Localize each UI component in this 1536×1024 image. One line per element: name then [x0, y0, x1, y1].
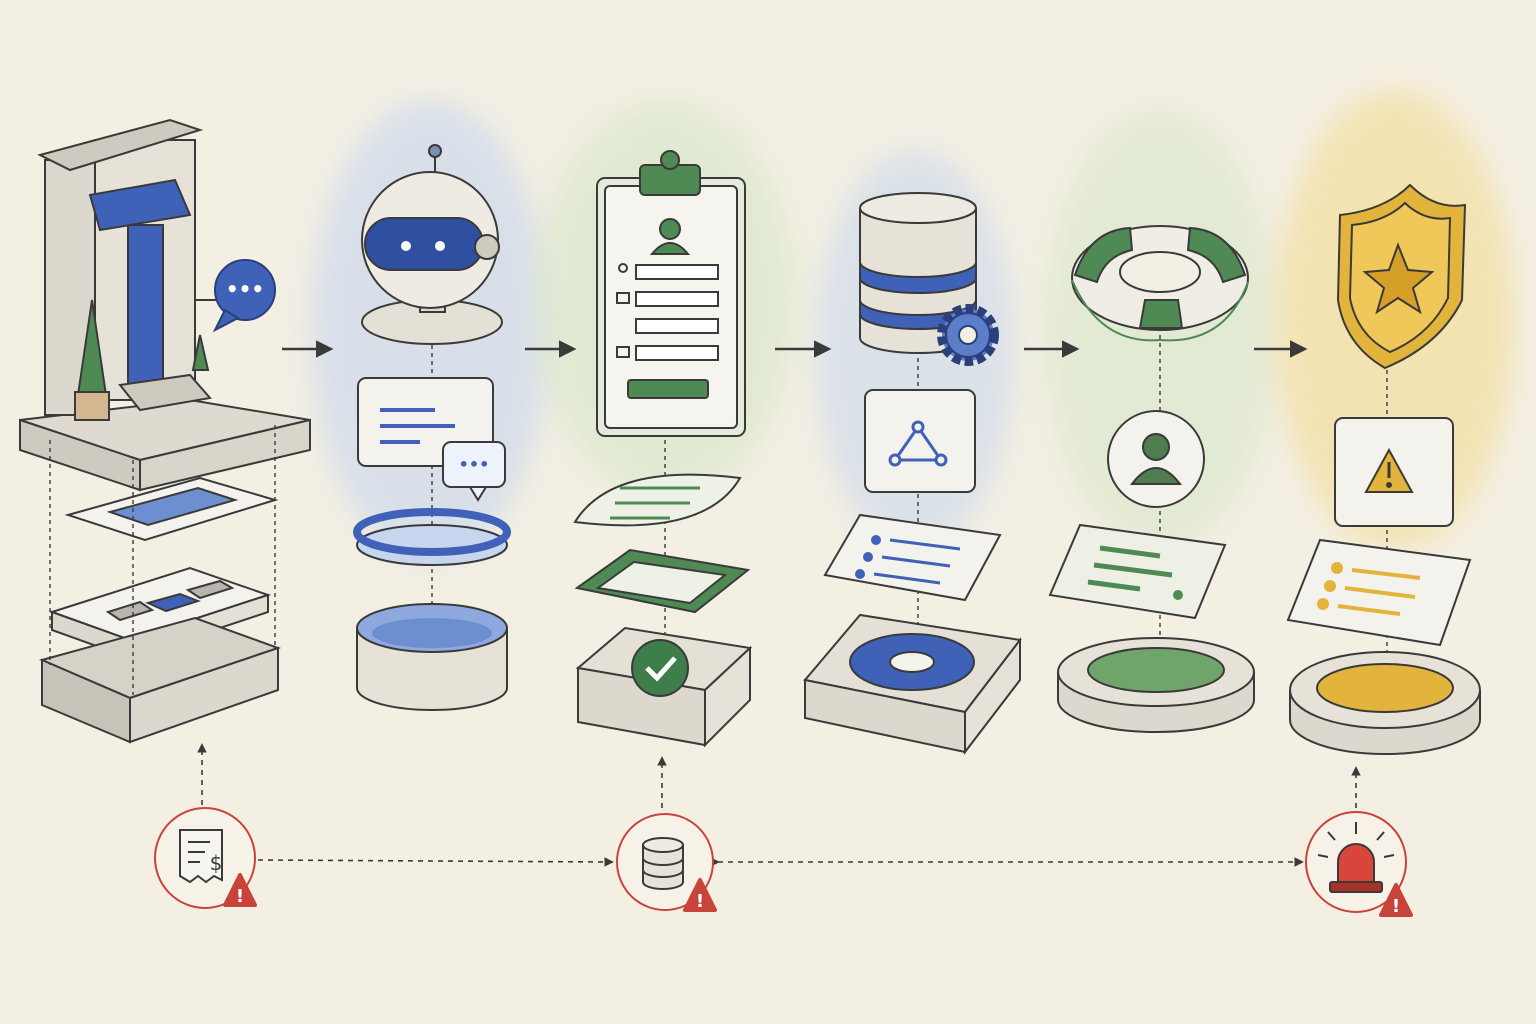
- warning-badge-icon: !: [1379, 883, 1413, 917]
- warning-badge-icon: !: [683, 878, 717, 912]
- warning-card-icon: [1334, 417, 1454, 527]
- stage-storefront: •••: [19, 118, 311, 744]
- robot-head-icon: [361, 144, 503, 345]
- stage-intake: [573, 150, 753, 748]
- siren-icon: [1317, 822, 1395, 893]
- stage-1-dashed-guides: [49, 425, 276, 695]
- alert-badge: !: [1392, 896, 1400, 917]
- warning-badge-icon: !: [223, 873, 257, 907]
- alert-connectors: [197, 743, 1361, 867]
- invoice-alert[interactable]: $ !: [154, 807, 257, 909]
- alert-badge: !: [696, 891, 704, 912]
- ring-chart-base-icon: [803, 613, 1022, 755]
- user-badge-icon: [1107, 410, 1205, 508]
- list-card-icon: [823, 513, 1002, 602]
- invoice-dollar-icon: $: [179, 829, 223, 884]
- stage-data: [803, 192, 1022, 755]
- lifebuoy-icon: [1071, 225, 1249, 342]
- chat-dots: •••: [226, 277, 264, 301]
- chat-bubble-icon: •••: [195, 259, 276, 333]
- checklist-sheet-icon: [573, 473, 742, 527]
- chat-dots: •••: [459, 455, 490, 474]
- svg-text:$: $: [210, 851, 223, 875]
- stage-protection: [1286, 183, 1481, 755]
- storefront-icon: [19, 118, 311, 492]
- check-tray-icon: [575, 626, 753, 748]
- screen-layer-icon: [64, 476, 279, 542]
- list-card-icon: [1286, 538, 1472, 647]
- base-slab-icon: [38, 616, 282, 744]
- stage-support: [1048, 225, 1255, 733]
- alert-badge: !: [236, 886, 244, 907]
- ring-icon: [353, 508, 511, 566]
- shield-star-icon: [1336, 183, 1467, 370]
- bar-card-icon: [1048, 523, 1227, 620]
- siren-alert[interactable]: !: [1305, 811, 1413, 917]
- green-pool-base-icon: [1057, 637, 1255, 733]
- database-alert[interactable]: !: [616, 813, 717, 912]
- frame-icon: [574, 548, 751, 614]
- water-basin-icon: [356, 603, 508, 711]
- clipboard-form-icon: [596, 150, 746, 437]
- chat-bubble-icon: •••: [442, 441, 506, 502]
- stage-assistant: •••: [353, 144, 511, 711]
- database-icon: [642, 837, 684, 890]
- network-card-icon: [864, 389, 976, 493]
- gear-icon: [937, 304, 999, 366]
- gold-pool-base-icon: [1289, 651, 1481, 755]
